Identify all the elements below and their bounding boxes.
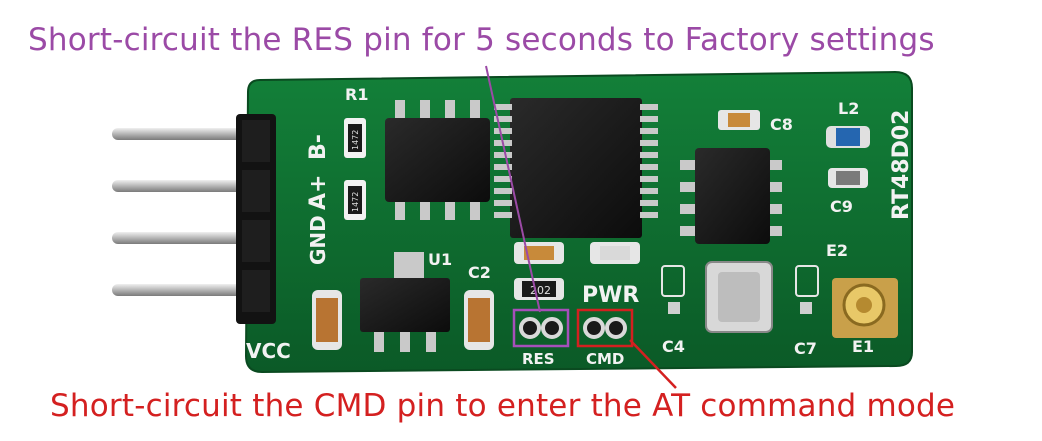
- header-pins: [112, 128, 247, 296]
- label-c7: C7: [794, 339, 817, 358]
- resistor-code: 202: [530, 284, 551, 297]
- res-pin-annotation: Short-circuit the RES pin for 5 seconds …: [28, 22, 935, 58]
- label-cmd: CMD: [586, 350, 624, 368]
- label-res: RES: [522, 350, 555, 368]
- pin-label-vcc: VCC: [246, 339, 291, 363]
- res-pin-pads: [512, 308, 570, 348]
- res-leader-line: [485, 65, 541, 313]
- cmd-pin-pads: [576, 308, 634, 348]
- label-c8: C8: [770, 115, 793, 134]
- pin-label-b: B-: [306, 134, 331, 160]
- pin-label-gnd: GND: [306, 215, 330, 265]
- label-pwr: PWR: [582, 283, 639, 308]
- cmd-leader-line: [629, 339, 677, 389]
- label-c2: C2: [468, 263, 491, 282]
- label-e2: E2: [826, 241, 848, 260]
- label-e1: E1: [852, 337, 874, 356]
- label-c9: C9: [830, 197, 853, 216]
- label-u1: U1: [428, 250, 452, 269]
- chip-soic-right: [680, 148, 782, 244]
- chip-soic-left: [385, 100, 490, 220]
- pin-label-a: A+: [306, 175, 331, 210]
- cmd-pin-annotation: Short-circuit the CMD pin to enter the A…: [50, 388, 956, 424]
- r2-code: 1472: [351, 192, 360, 212]
- chip-tssop-center: [494, 98, 658, 238]
- pin-header: [236, 114, 276, 324]
- model-label: RT48D02: [889, 110, 914, 220]
- label-c4: C4: [662, 337, 685, 356]
- pin-labels: B- A+ GND: [306, 134, 331, 265]
- label-r1: R1: [345, 85, 368, 104]
- label-l2: L2: [838, 99, 859, 118]
- r1-code: 1472: [351, 130, 360, 150]
